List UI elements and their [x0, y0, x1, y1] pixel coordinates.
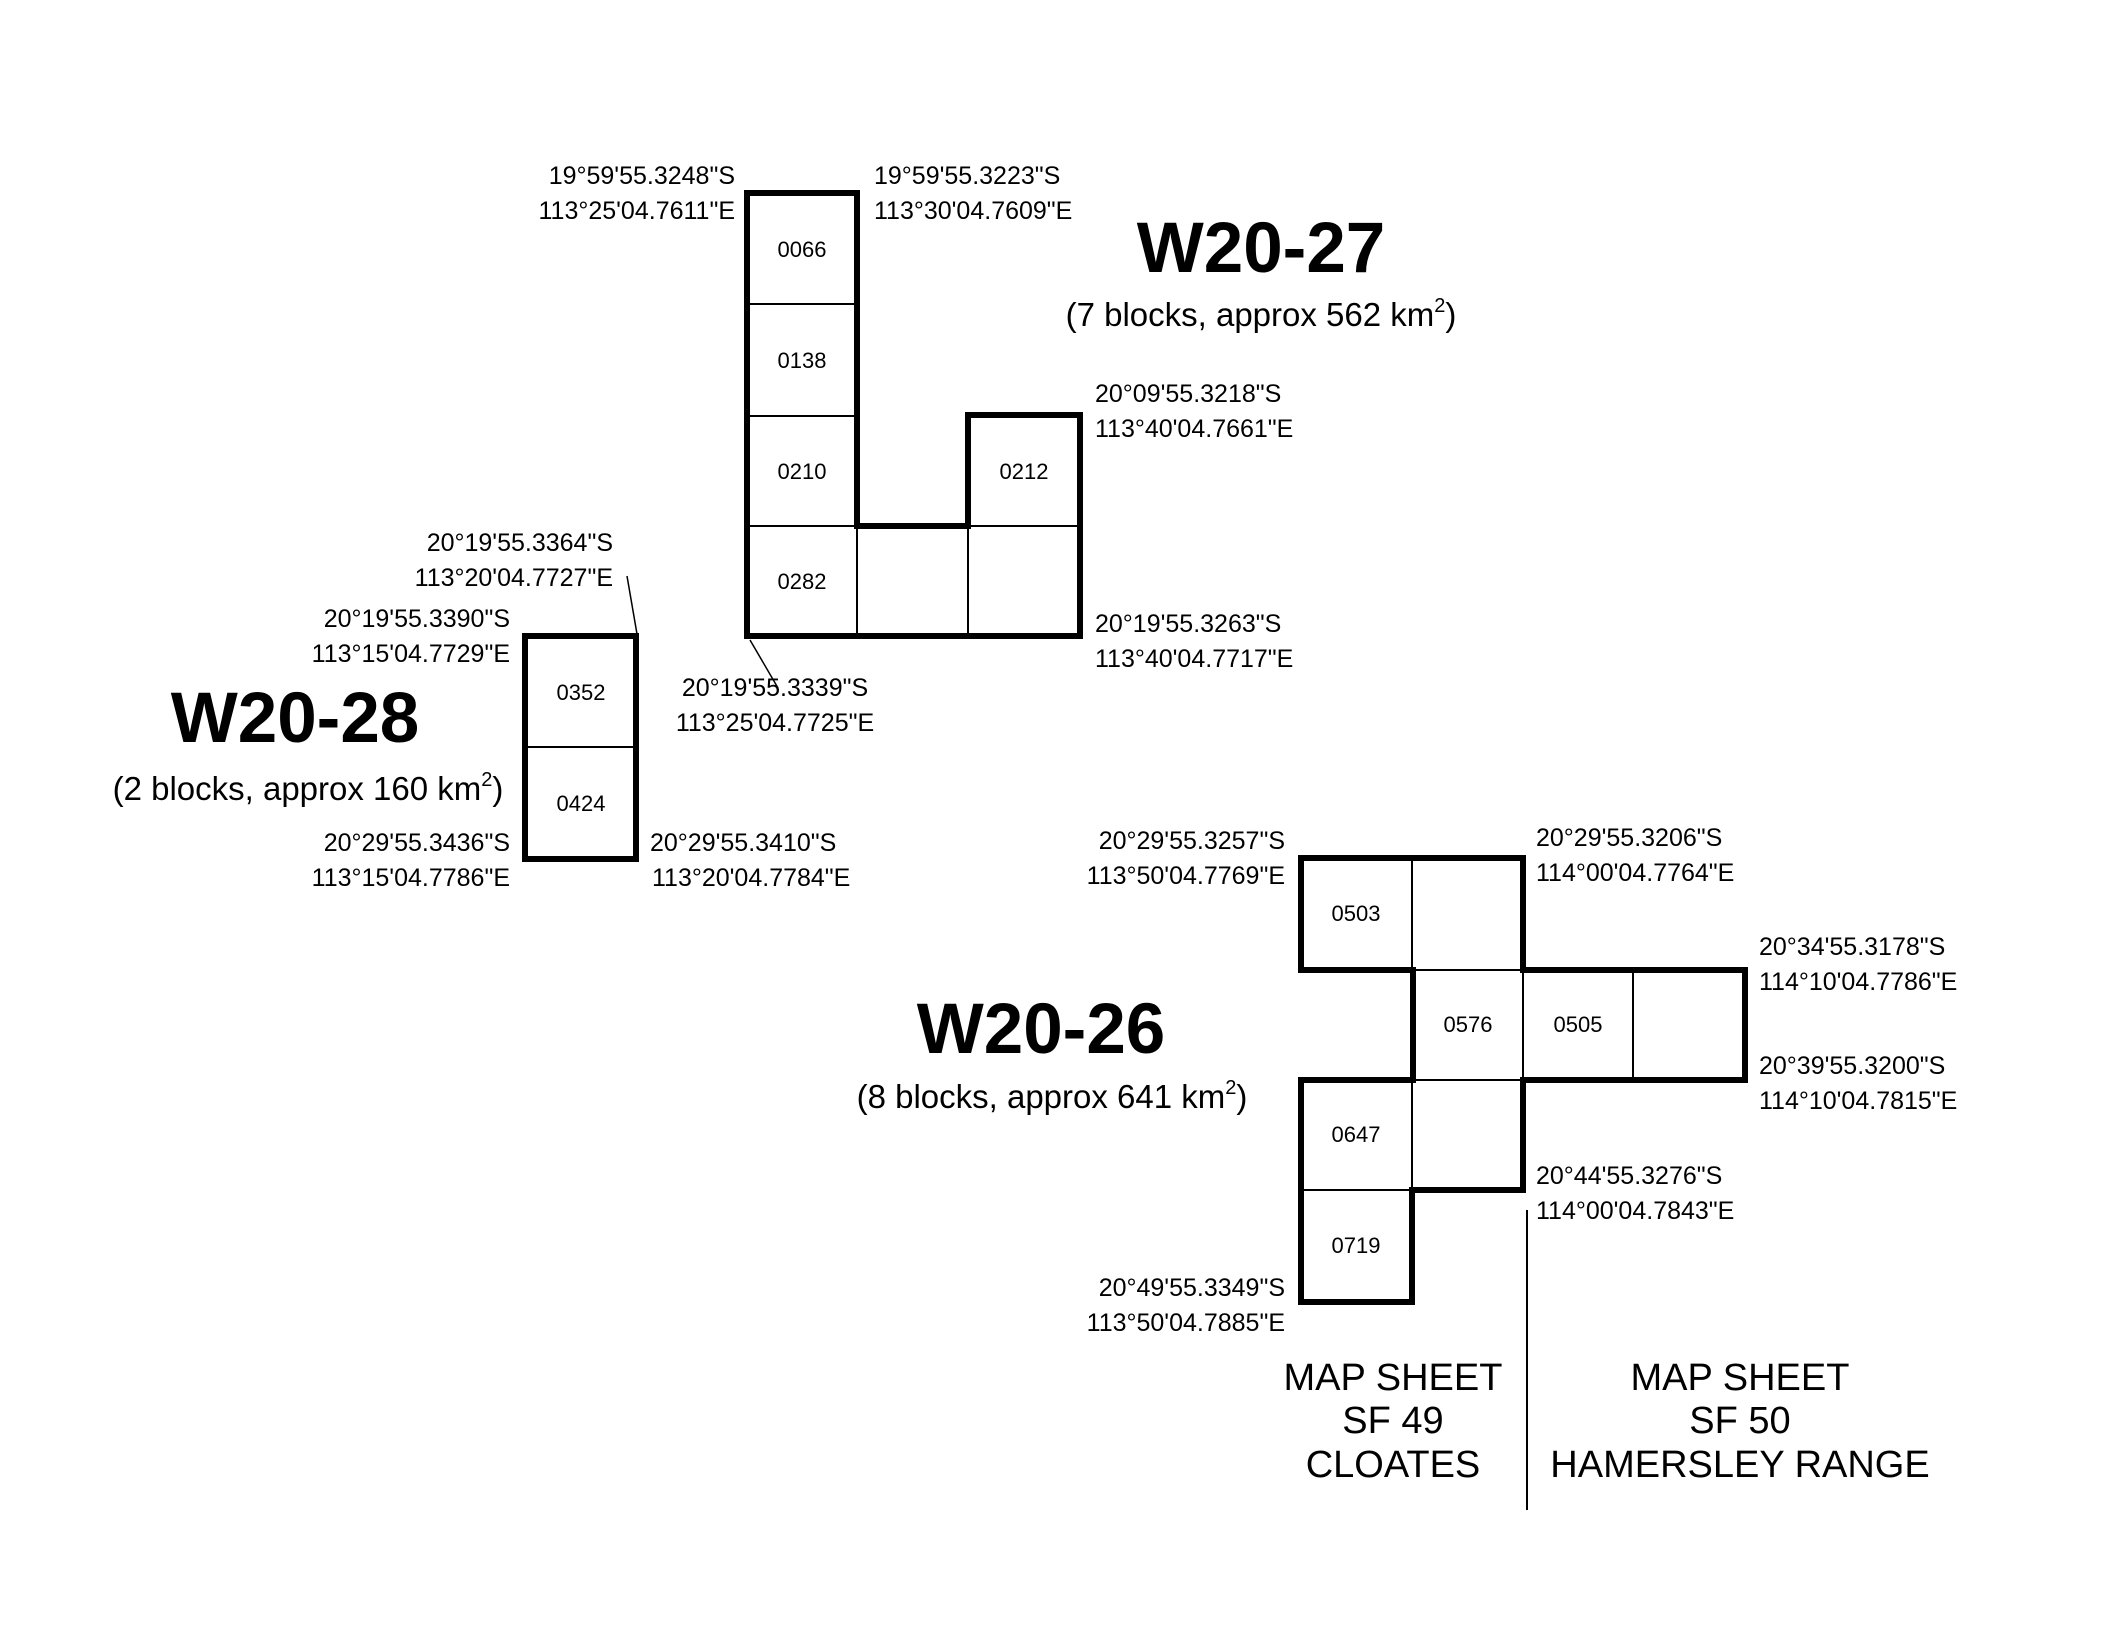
map-sheet-label-sf49: MAP SHEET SF 49 CLOATES — [1284, 1357, 1503, 1486]
coord-label-c6: 20°19'55.3364"S 113°20'04.7727"E — [415, 529, 613, 592]
coord-label-c7: 20°19'55.3390"S 113°15'04.7729"E — [312, 605, 510, 668]
svg-text:19°59'55.3223"S: 19°59'55.3223"S — [874, 162, 1060, 190]
coord-label-c12: 20°34'55.3178"S 114°10'04.7786"E — [1759, 933, 1957, 996]
coord-label-c8: 20°29'55.3436"S 113°15'04.7786"E — [312, 829, 510, 892]
svg-text:MAP SHEET: MAP SHEET — [1631, 1357, 1850, 1399]
svg-text:19°59'55.3248"S: 19°59'55.3248"S — [549, 162, 735, 190]
svg-text:113°30'04.7609"E: 113°30'04.7609"E — [874, 197, 1072, 225]
svg-text:HAMERSLEY RANGE: HAMERSLEY RANGE — [1550, 1444, 1929, 1486]
svg-text:20°19'55.3339"S: 20°19'55.3339"S — [682, 674, 868, 702]
svg-text:113°20'04.7727"E: 113°20'04.7727"E — [415, 564, 613, 592]
svg-text:20°39'55.3200"S: 20°39'55.3200"S — [1759, 1052, 1945, 1080]
svg-text:20°29'55.3410"S: 20°29'55.3410"S — [650, 829, 836, 857]
coord-label-c10: 20°29'55.3257"S 113°50'04.7769"E — [1087, 827, 1285, 890]
svg-text:114°00'04.7843"E: 114°00'04.7843"E — [1536, 1197, 1734, 1225]
svg-text:113°15'04.7729"E: 113°15'04.7729"E — [312, 640, 510, 668]
area-subtitle-w20-27: (7 blocks, approx 562 km2) — [1066, 295, 1457, 333]
svg-text:113°15'04.7786"E: 113°15'04.7786"E — [312, 864, 510, 892]
block-label-0719: 0719 — [1332, 1233, 1381, 1258]
svg-text:113°25'04.7725"E: 113°25'04.7725"E — [676, 709, 874, 737]
svg-text:113°25'04.7611"E: 113°25'04.7611"E — [539, 197, 736, 225]
block-label-0210: 0210 — [778, 459, 827, 484]
area-subtitle-w20-26: (8 blocks, approx 641 km2) — [857, 1077, 1248, 1115]
svg-text:20°49'55.3349"S: 20°49'55.3349"S — [1099, 1274, 1285, 1302]
block-label-0282: 0282 — [778, 569, 827, 594]
coord-label-c11: 20°29'55.3206"S 114°00'04.7764"E — [1536, 824, 1734, 887]
svg-text:SF 50: SF 50 — [1689, 1400, 1790, 1442]
block-label-0576: 0576 — [1444, 1012, 1493, 1037]
w20-26-grid — [1298, 855, 1748, 1305]
coord-label-c14: 20°44'55.3276"S 114°00'04.7843"E — [1536, 1162, 1734, 1225]
svg-text:20°19'55.3364"S: 20°19'55.3364"S — [427, 529, 613, 557]
svg-text:113°40'04.7717"E: 113°40'04.7717"E — [1095, 645, 1293, 673]
area-title-w20-26: W20-26 — [917, 990, 1166, 1069]
leader-line-c6 — [626, 575, 638, 635]
svg-text:114°10'04.7786"E: 114°10'04.7786"E — [1759, 968, 1957, 996]
svg-text:CLOATES: CLOATES — [1306, 1444, 1481, 1486]
leader-line-c5 — [749, 639, 779, 689]
svg-text:20°29'55.3436"S: 20°29'55.3436"S — [324, 829, 510, 857]
svg-text:20°29'55.3206"S: 20°29'55.3206"S — [1536, 824, 1722, 852]
block-label-0138: 0138 — [778, 348, 827, 373]
svg-text:20°19'55.3390"S: 20°19'55.3390"S — [324, 605, 510, 633]
coord-label-c13: 20°39'55.3200"S 114°10'04.7815"E — [1759, 1052, 1957, 1115]
svg-text:113°20'04.7784"E: 113°20'04.7784"E — [652, 864, 850, 892]
svg-text:20°09'55.3218"S: 20°09'55.3218"S — [1095, 380, 1281, 408]
block-label-0503: 0503 — [1332, 901, 1381, 926]
svg-text:20°29'55.3257"S: 20°29'55.3257"S — [1099, 827, 1285, 855]
block-label-0212: 0212 — [1000, 459, 1049, 484]
svg-text:114°10'04.7815"E: 114°10'04.7815"E — [1759, 1087, 1957, 1115]
svg-text:20°19'55.3263"S: 20°19'55.3263"S — [1095, 610, 1281, 638]
area-subtitle-w20-28: (2 blocks, approx 160 km2) — [113, 769, 504, 807]
coord-label-c9: 20°29'55.3410"S 113°20'04.7784"E — [650, 829, 850, 892]
svg-text:114°00'04.7764"E: 114°00'04.7764"E — [1536, 859, 1734, 887]
coord-label-c4: 20°19'55.3263"S 113°40'04.7717"E — [1095, 610, 1293, 673]
svg-text:SF 49: SF 49 — [1342, 1400, 1443, 1442]
svg-text:MAP SHEET: MAP SHEET — [1284, 1357, 1503, 1399]
coord-label-c3: 20°09'55.3218"S 113°40'04.7661"E — [1095, 380, 1293, 443]
svg-text:20°34'55.3178"S: 20°34'55.3178"S — [1759, 933, 1945, 961]
area-title-w20-28: W20-28 — [171, 679, 420, 758]
coord-label-c5: 20°19'55.3339"S 113°25'04.7725"E — [676, 674, 874, 737]
w20-28-grid — [522, 633, 639, 862]
coord-label-c2: 19°59'55.3223"S 113°30'04.7609"E — [874, 162, 1072, 225]
w20-27-grid — [744, 190, 1083, 639]
svg-text:20°44'55.3276"S: 20°44'55.3276"S — [1536, 1162, 1722, 1190]
coord-label-c1: 19°59'55.3248"S 113°25'04.7611"E — [539, 162, 736, 225]
svg-text:113°40'04.7661"E: 113°40'04.7661"E — [1095, 415, 1293, 443]
block-label-0647: 0647 — [1332, 1122, 1381, 1147]
block-label-0424: 0424 — [557, 791, 606, 816]
area-title-w20-27: W20-27 — [1137, 209, 1386, 288]
block-label-0352: 0352 — [557, 680, 606, 705]
block-label-0066: 0066 — [778, 237, 827, 262]
coord-label-c15: 20°49'55.3349"S 113°50'04.7885"E — [1087, 1274, 1285, 1337]
map-sheet-label-sf50: MAP SHEET SF 50 HAMERSLEY RANGE — [1550, 1357, 1929, 1486]
svg-text:113°50'04.7769"E: 113°50'04.7769"E — [1087, 862, 1285, 890]
svg-text:113°50'04.7885"E: 113°50'04.7885"E — [1087, 1309, 1285, 1337]
block-label-0505: 0505 — [1554, 1012, 1603, 1037]
